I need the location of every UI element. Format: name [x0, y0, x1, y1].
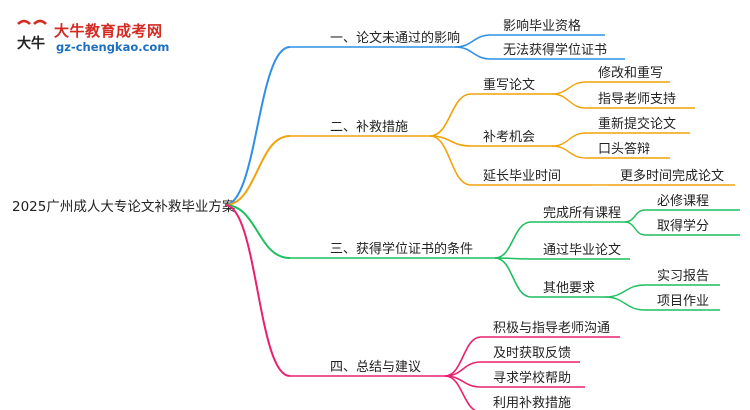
brand-url[interactable]: gz-chengkao.com [56, 40, 170, 54]
subtopic: 影响毕业资格 [503, 18, 581, 34]
detail-connector [551, 93, 587, 109]
subtopic-connector [444, 375, 476, 410]
subtopic-connector [454, 34, 492, 48]
subtopic: 及时获取反馈 [493, 346, 571, 361]
subtopic-connector [444, 336, 482, 377]
detail-item: 重新提交论文 [598, 116, 676, 132]
brand-name: 大牛教育成考网 [54, 22, 163, 40]
subtopic: 补考机会 [483, 130, 535, 145]
detail-item: 修改和重写 [598, 65, 663, 81]
root-topic: 2025广州成人大专论文补救毕业方案 [12, 198, 236, 215]
branch-connector [224, 204, 291, 259]
subtopic: 寻求学校帮助 [493, 370, 571, 386]
subtopic-connector [429, 135, 472, 186]
subtopic-connector [454, 46, 492, 60]
branch-connector [224, 204, 291, 377]
logo-glyph: 大牛 [17, 35, 45, 52]
logo-ox-icon: 大牛 [17, 19, 47, 52]
subtopic: 完成所有课程 [543, 206, 621, 221]
detail-connector [551, 145, 587, 159]
detail-item: 口头答辩 [598, 141, 650, 157]
subtopic-connector [494, 221, 532, 259]
branch-1-title: 一、论文未通过的影响 [330, 30, 460, 46]
detail-item: 取得学分 [657, 218, 709, 234]
detail-item: 项目作业 [657, 294, 709, 309]
subtopic: 积极与指导老师沟通 [493, 321, 610, 336]
subtopic: 重写论文 [483, 77, 535, 93]
subtopic: 延长毕业时间 [483, 169, 561, 184]
subtopic: 无法获得学位证书 [503, 42, 607, 58]
branch-3-title: 三、获得学位证书的条件 [330, 241, 473, 257]
branch-2-title: 二、补救措施 [330, 119, 408, 135]
detail-item: 必修课程 [657, 194, 709, 209]
subtopic-connector [494, 257, 532, 298]
detail-item: 指导老师支持 [598, 92, 676, 107]
branch-connector [224, 46, 291, 206]
subtopic: 通过毕业论文 [543, 243, 621, 258]
detail-connector [624, 209, 646, 223]
subtopic: 其他要求 [543, 281, 595, 296]
branch-connector [224, 135, 291, 206]
detail-connector [604, 284, 646, 298]
detail-item: 实习报告 [657, 269, 709, 284]
detail-connector [604, 296, 646, 311]
detail-connector [551, 132, 587, 147]
detail-connector [551, 81, 587, 95]
detail-connector [624, 221, 646, 236]
subtopic-connector [429, 93, 472, 137]
branch-4-title: 四、总结与建议 [330, 360, 421, 375]
subtopic: 利用补救措施 [493, 395, 571, 410]
detail-item: 更多时间完成论文 [620, 168, 724, 184]
site-logo[interactable]: 大牛 大牛教育成考网 gz-chengkao.com [14, 18, 174, 56]
